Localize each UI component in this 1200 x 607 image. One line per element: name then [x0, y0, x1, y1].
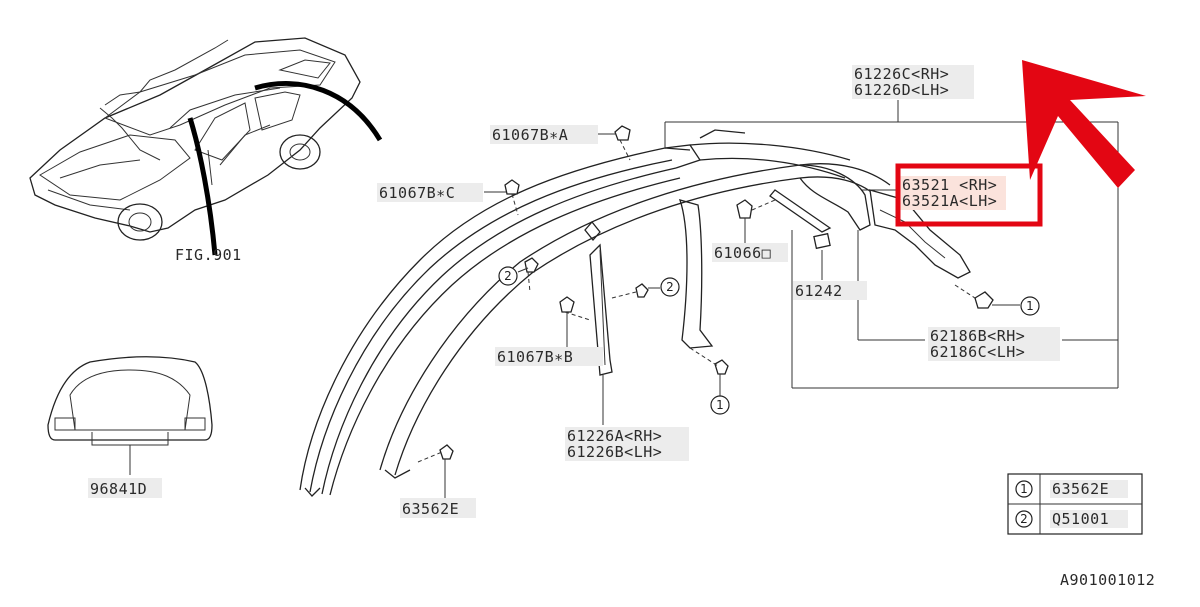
part-label-61067b-a: 61067B∗A — [492, 126, 568, 144]
part-label-61226b: 61226B<LH> — [567, 443, 662, 461]
leader-lines — [444, 100, 1119, 498]
legend-num-2: 2 — [1020, 512, 1028, 526]
part-label-63521a: 63521A<LH> — [902, 192, 997, 210]
legend-table: 1 2 63562E Q51001 — [1007, 473, 1143, 535]
part-label-61226d: 61226D<LH> — [854, 81, 949, 99]
figure-ref-label: FIG.901 — [175, 246, 242, 264]
part-label-63521: 63521 <RH> — [902, 176, 997, 194]
headliner-illustration — [47, 356, 213, 475]
callout-2-right: 2 — [666, 280, 674, 294]
part-label-61067b-b: 61067B∗B — [497, 348, 573, 366]
headliner-part-label: 96841D — [90, 480, 147, 498]
highlight-box — [895, 163, 1043, 227]
dashed-connectors — [417, 139, 979, 463]
legend-part-1: 63562E — [1052, 480, 1109, 498]
callout-1-bottom: 1 — [716, 398, 724, 412]
red-arrow-indicator — [1022, 60, 1146, 188]
part-label-61066: 61066□ — [714, 244, 771, 262]
fasteners — [439, 125, 994, 460]
car-illustration — [29, 37, 383, 256]
callout-1-right: 1 — [1026, 299, 1034, 313]
part-label-62186c: 62186C<LH> — [930, 343, 1025, 361]
legend-part-2: Q51001 — [1052, 510, 1109, 528]
legend-num-1: 1 — [1020, 482, 1028, 496]
part-label-61226a: 61226A<RH> — [567, 427, 662, 445]
callout-2-left: 2 — [504, 269, 512, 283]
part-label-61242: 61242 — [795, 282, 843, 300]
part-label-61067b-c: 61067B∗C — [379, 184, 455, 202]
diagram-code: A901001012 — [1060, 571, 1155, 589]
roof-rails — [299, 129, 971, 497]
part-label-63562e: 63562E — [402, 500, 459, 518]
part-label-62186b: 62186B<RH> — [930, 327, 1025, 345]
callout-circles: 1 1 2 2 — [498, 266, 1040, 415]
part-label-61226c: 61226C<RH> — [854, 65, 949, 83]
